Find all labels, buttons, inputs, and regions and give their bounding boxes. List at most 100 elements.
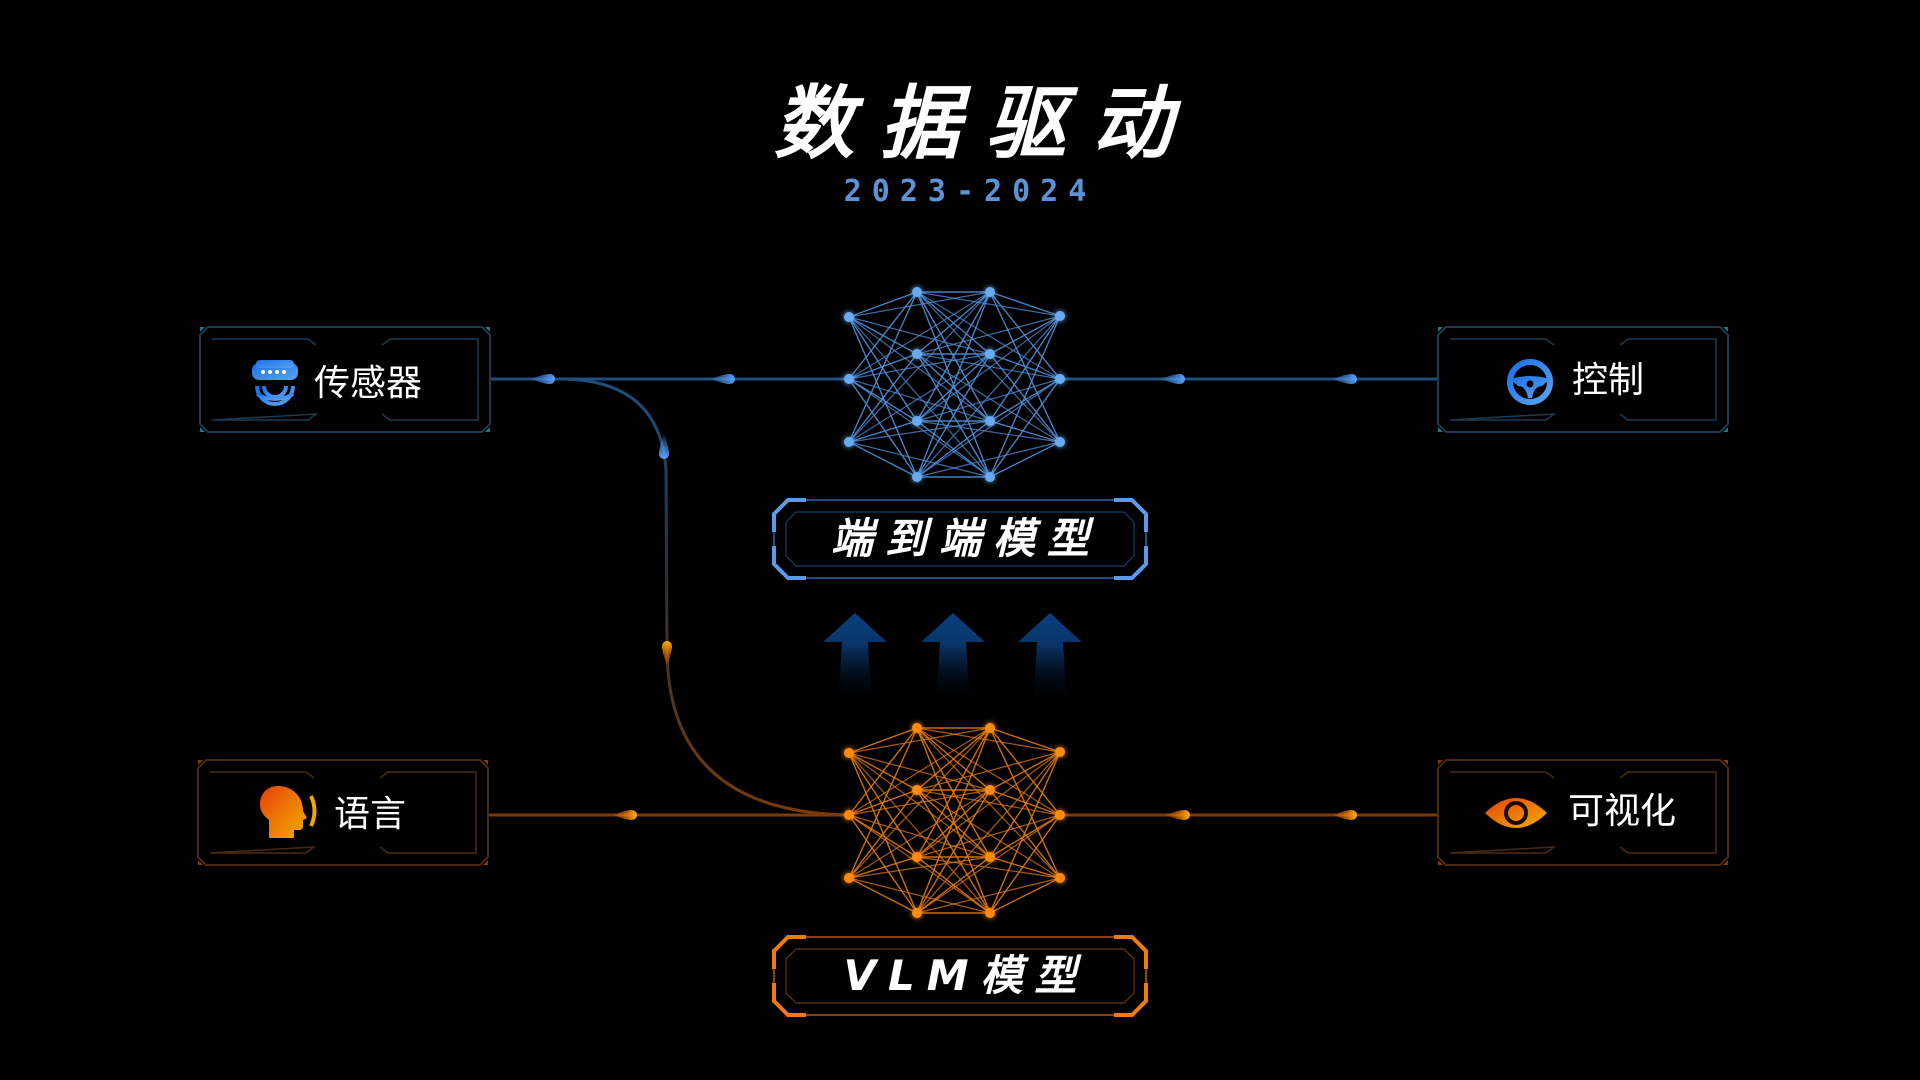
network-edge	[989, 441, 1061, 478]
network-edge	[848, 727, 918, 879]
network-edge	[916, 353, 991, 478]
network-edge	[916, 856, 1061, 879]
network-edge	[848, 814, 918, 858]
flow-marker	[710, 374, 735, 384]
up-arrow-icon	[921, 613, 985, 705]
network-edge	[848, 420, 991, 443]
network-edge	[848, 752, 991, 914]
network-edge	[989, 751, 1061, 858]
network-edge	[848, 291, 991, 380]
box-corner-accent	[1723, 327, 1728, 332]
network-edge	[848, 877, 991, 914]
network-edge	[848, 420, 918, 443]
network-edge	[989, 856, 1061, 879]
sensor-label: 传感器	[314, 363, 423, 404]
network-nodes	[844, 287, 1065, 482]
end-to-end-neural-network-icon	[844, 287, 1065, 482]
box-outer-frame	[197, 759, 489, 866]
box-corner-accent	[1723, 860, 1728, 865]
network-edge	[916, 441, 1061, 478]
box-corner-accent	[198, 860, 203, 865]
box-corner-accent	[485, 327, 490, 332]
label-inner-frame	[785, 511, 1135, 567]
network-edge	[989, 378, 1061, 478]
network-edge	[916, 727, 1061, 753]
network-edge	[989, 814, 1061, 914]
box-inner-right-panel	[1619, 771, 1717, 854]
network-node	[1055, 437, 1065, 447]
network-edge	[989, 727, 1061, 753]
vlm-label-frame	[772, 935, 1148, 1017]
network-edges	[848, 727, 1061, 914]
network-node	[912, 785, 922, 795]
network-node	[1055, 311, 1065, 321]
network-node	[1055, 873, 1065, 883]
flow-marker	[530, 374, 555, 384]
network-node	[912, 349, 922, 359]
label-corner-bracket	[1114, 983, 1148, 1017]
network-edge	[848, 441, 918, 478]
label-inner-frame	[785, 948, 1135, 1004]
network-edge	[916, 727, 991, 914]
model-label-frames	[772, 498, 1148, 1017]
network-edge	[848, 814, 918, 914]
network-edge	[989, 378, 1061, 422]
network-edge	[916, 315, 1061, 355]
network-edge	[848, 856, 918, 879]
network-edge	[848, 814, 991, 858]
box-inner-left-panel	[1449, 771, 1557, 854]
box-inner-right-panel	[1619, 338, 1717, 421]
visualization-label: 可视化	[1568, 791, 1677, 832]
network-edge	[916, 751, 1061, 791]
network-edge	[916, 751, 1061, 914]
network-node	[985, 908, 995, 918]
sensor-box	[199, 326, 491, 433]
end-to-end-label-frame	[772, 498, 1148, 580]
network-edge	[848, 814, 991, 914]
network-edge	[848, 378, 918, 422]
teardrop-marker-shape	[530, 374, 555, 384]
speaking-head-icon	[260, 786, 317, 838]
network-edge	[848, 378, 918, 478]
network-edge	[916, 877, 1061, 914]
flow-marker	[1332, 374, 1357, 384]
network-node	[912, 908, 922, 918]
box-corner-accent	[200, 327, 205, 332]
network-edge	[916, 789, 1061, 816]
network-edge	[916, 789, 991, 914]
language-box	[197, 759, 489, 866]
page-subtitle: 2023-2024	[843, 174, 1097, 209]
box-inner-left-panel	[209, 771, 317, 854]
vlm-model-label: VLM模型	[843, 951, 1089, 1000]
end-to-end-model-label: 端到端模型	[830, 514, 1101, 563]
network-node	[1055, 810, 1065, 820]
network-edge	[848, 752, 991, 858]
network-edge	[916, 751, 1061, 858]
network-edge	[989, 315, 1061, 355]
network-node	[912, 472, 922, 482]
box-corner-accent	[198, 760, 203, 765]
network-edge	[848, 291, 918, 443]
label-corner-bracket	[772, 983, 806, 1017]
network-edge	[848, 727, 991, 879]
steering-wheel-icon	[1507, 359, 1553, 405]
network-edge	[848, 856, 991, 879]
flow-marker	[1332, 810, 1357, 820]
box-corner-accent	[200, 427, 205, 432]
box-inner-left-panel	[211, 338, 319, 421]
box-inner-left-panel	[1449, 338, 1557, 421]
network-edge	[848, 316, 991, 478]
network-edge	[848, 727, 991, 816]
control-label: 控制	[1572, 360, 1645, 401]
network-node	[844, 312, 854, 322]
box-corner-accent	[1438, 760, 1443, 765]
sensor-to-vlm-curve	[559, 377, 850, 817]
network-node	[985, 416, 995, 426]
network-edge	[916, 378, 1061, 422]
network-edge	[916, 315, 1061, 422]
network-edge	[916, 378, 1061, 478]
network-edge	[989, 814, 1061, 858]
network-edge	[989, 877, 1061, 914]
